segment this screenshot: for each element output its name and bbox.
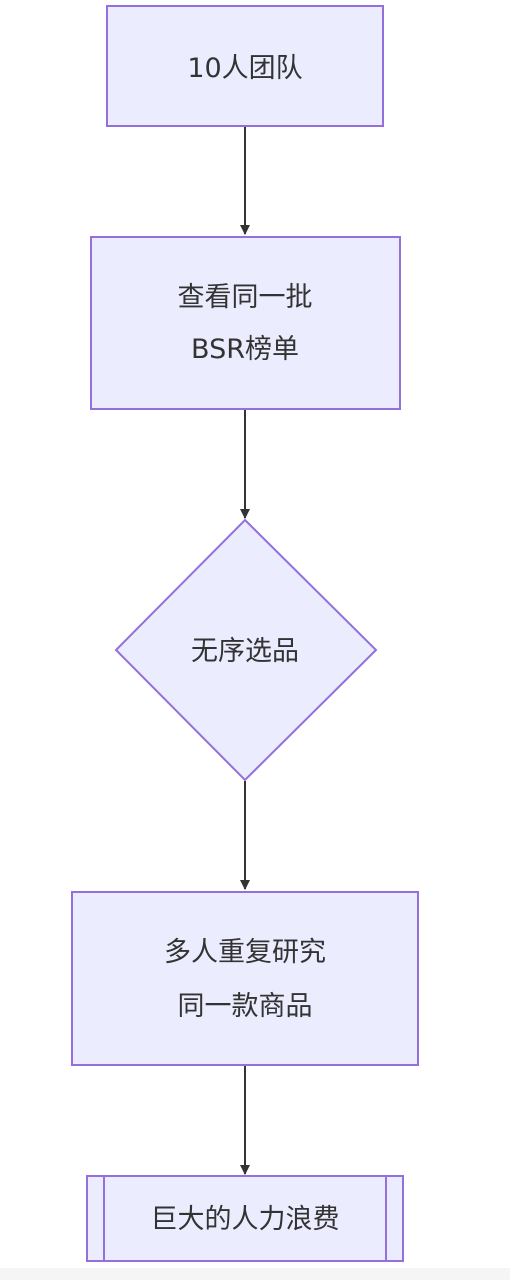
node-unordered: 无序选品 (114, 518, 378, 782)
node-repeat-label-line2: 同一款商品 (178, 991, 313, 1022)
node-team-label: 10人团队 (187, 53, 302, 84)
node-bsr-label-line2: BSR榜单 (191, 334, 299, 365)
node-repeat: 多人重复研究 同一款商品 (71, 891, 419, 1066)
node-waste-box (86, 1175, 404, 1262)
node-team: 10人团队 (106, 5, 384, 127)
node-repeat-label-line1: 多人重复研究 (164, 937, 326, 968)
node-waste: 巨大的人力浪费 (86, 1175, 404, 1262)
node-bsr-label-line1: 查看同一批 (178, 282, 313, 313)
bottom-strip (0, 1268, 510, 1280)
node-waste-label: 巨大的人力浪费 (151, 1204, 340, 1235)
node-repeat-box (71, 891, 419, 1066)
node-unordered-diamond (114, 518, 378, 782)
node-bsr: 查看同一批 BSR榜单 (90, 236, 401, 410)
node-bsr-box (90, 236, 401, 410)
node-team-box (106, 5, 384, 127)
node-unordered-label: 无序选品 (191, 636, 299, 667)
